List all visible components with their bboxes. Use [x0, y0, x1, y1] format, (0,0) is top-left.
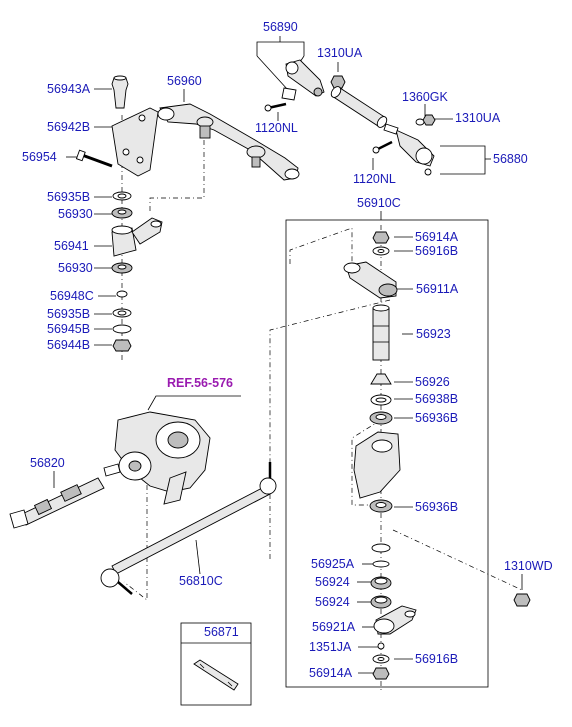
- label-56948C[interactable]: 56948C: [50, 289, 94, 303]
- label-56880[interactable]: 56880: [493, 152, 528, 166]
- label-56910C[interactable]: 56910C: [357, 196, 401, 210]
- part-56914A-top[interactable]: [372, 231, 390, 244]
- label-56935B-mid[interactable]: 56935B: [47, 307, 90, 321]
- label-56960[interactable]: 56960: [167, 74, 202, 88]
- label-56820[interactable]: 56820: [30, 456, 65, 470]
- part-56924-a[interactable]: [370, 576, 392, 590]
- part-1310WD[interactable]: [513, 574, 531, 607]
- label-56930-mid[interactable]: 56930: [58, 261, 93, 275]
- group-56910C-box: [285, 219, 489, 688]
- part-56916B-top[interactable]: [372, 246, 390, 256]
- part-1351JA[interactable]: [377, 642, 385, 650]
- part-1120NL-top[interactable]: [264, 102, 287, 112]
- part-56914A-bot[interactable]: [372, 667, 390, 680]
- label-56936B-mid[interactable]: 56936B: [415, 500, 458, 514]
- label-56925A[interactable]: 56925A: [311, 557, 355, 571]
- part-56871[interactable]: [193, 659, 239, 691]
- label-56911A[interactable]: 56911A: [416, 282, 459, 296]
- label-56914A-bot[interactable]: 56914A: [309, 666, 353, 680]
- part-56820[interactable]: [9, 477, 105, 529]
- part-1120NL-right[interactable]: [372, 140, 393, 154]
- label-56942B[interactable]: 56942B: [47, 120, 90, 134]
- label-56916B-top[interactable]: 56916B: [415, 244, 458, 258]
- ref-56-576-label[interactable]: REF.56-576: [167, 376, 233, 390]
- part-56960[interactable]: [157, 103, 300, 181]
- label-56941[interactable]: 56941: [54, 239, 89, 253]
- part-56935B-top[interactable]: [112, 191, 132, 201]
- part-washer-extra[interactable]: [371, 543, 391, 553]
- part-idler-bracket[interactable]: [353, 431, 401, 499]
- part-56911A[interactable]: [343, 261, 398, 299]
- label-56943A[interactable]: 56943A: [47, 82, 91, 96]
- part-56942B[interactable]: [111, 107, 159, 177]
- box-56871: [180, 622, 252, 706]
- part-56810C[interactable]: [100, 462, 277, 595]
- part-56916B-bot[interactable]: [372, 654, 390, 664]
- part-56938B[interactable]: [370, 394, 392, 406]
- label-56936B-top[interactable]: 56936B: [415, 411, 458, 425]
- label-1120NL-top[interactable]: 1120NL: [255, 121, 298, 135]
- label-56930-top[interactable]: 56930: [58, 207, 93, 221]
- label-56924-b[interactable]: 56924: [315, 595, 350, 609]
- label-56810C[interactable]: 56810C: [179, 574, 223, 588]
- part-56941[interactable]: [111, 217, 163, 257]
- label-1310UA-top[interactable]: 1310UA: [317, 46, 363, 60]
- label-56916B-bot[interactable]: 56916B: [415, 652, 458, 666]
- label-1351JA[interactable]: 1351JA: [309, 640, 352, 654]
- part-56880[interactable]: [383, 123, 435, 176]
- part-1310UA-right[interactable]: [422, 114, 436, 126]
- label-56945B[interactable]: 56945B: [47, 322, 90, 336]
- label-56954[interactable]: 56954: [22, 150, 57, 164]
- part-56921A[interactable]: [373, 605, 417, 635]
- label-56935B-top[interactable]: 56935B: [47, 190, 90, 204]
- label-56921A[interactable]: 56921A: [312, 620, 356, 634]
- label-1360GK[interactable]: 1360GK: [402, 90, 449, 104]
- part-adjusting-tube[interactable]: [329, 85, 388, 129]
- part-56924-b[interactable]: [370, 595, 392, 609]
- part-56923[interactable]: [372, 304, 390, 361]
- label-1310UA-right[interactable]: 1310UA: [455, 111, 501, 125]
- part-steering-gear-box[interactable]: [103, 411, 211, 505]
- part-1310UA-top[interactable]: [330, 75, 346, 89]
- part-56943A[interactable]: [111, 75, 129, 109]
- label-56871[interactable]: 56871: [204, 625, 239, 639]
- part-56945B[interactable]: [112, 324, 132, 334]
- part-56954[interactable]: [75, 149, 113, 168]
- label-56938B[interactable]: 56938B: [415, 392, 458, 406]
- label-56944B[interactable]: 56944B: [47, 338, 90, 352]
- label-1120NL-right[interactable]: 1120NL: [353, 172, 396, 186]
- part-56944B[interactable]: [112, 339, 132, 352]
- part-56925A[interactable]: [372, 560, 390, 568]
- label-56890[interactable]: 56890: [263, 20, 298, 34]
- part-56926[interactable]: [370, 373, 392, 385]
- label-56923[interactable]: 56923: [416, 327, 451, 341]
- part-56948C[interactable]: [116, 290, 128, 298]
- part-56930-mid[interactable]: [111, 262, 133, 274]
- label-56914A-top[interactable]: 56914A: [415, 230, 459, 244]
- part-56930-top[interactable]: [111, 207, 133, 219]
- label-56924-a[interactable]: 56924: [315, 575, 350, 589]
- part-56936B-top[interactable]: [369, 411, 393, 425]
- part-56935B-mid[interactable]: [112, 308, 132, 318]
- label-56926[interactable]: 56926: [415, 375, 450, 389]
- part-56936B-mid[interactable]: [369, 499, 393, 513]
- label-1310WD[interactable]: 1310WD: [504, 559, 553, 573]
- part-56890[interactable]: [281, 59, 325, 101]
